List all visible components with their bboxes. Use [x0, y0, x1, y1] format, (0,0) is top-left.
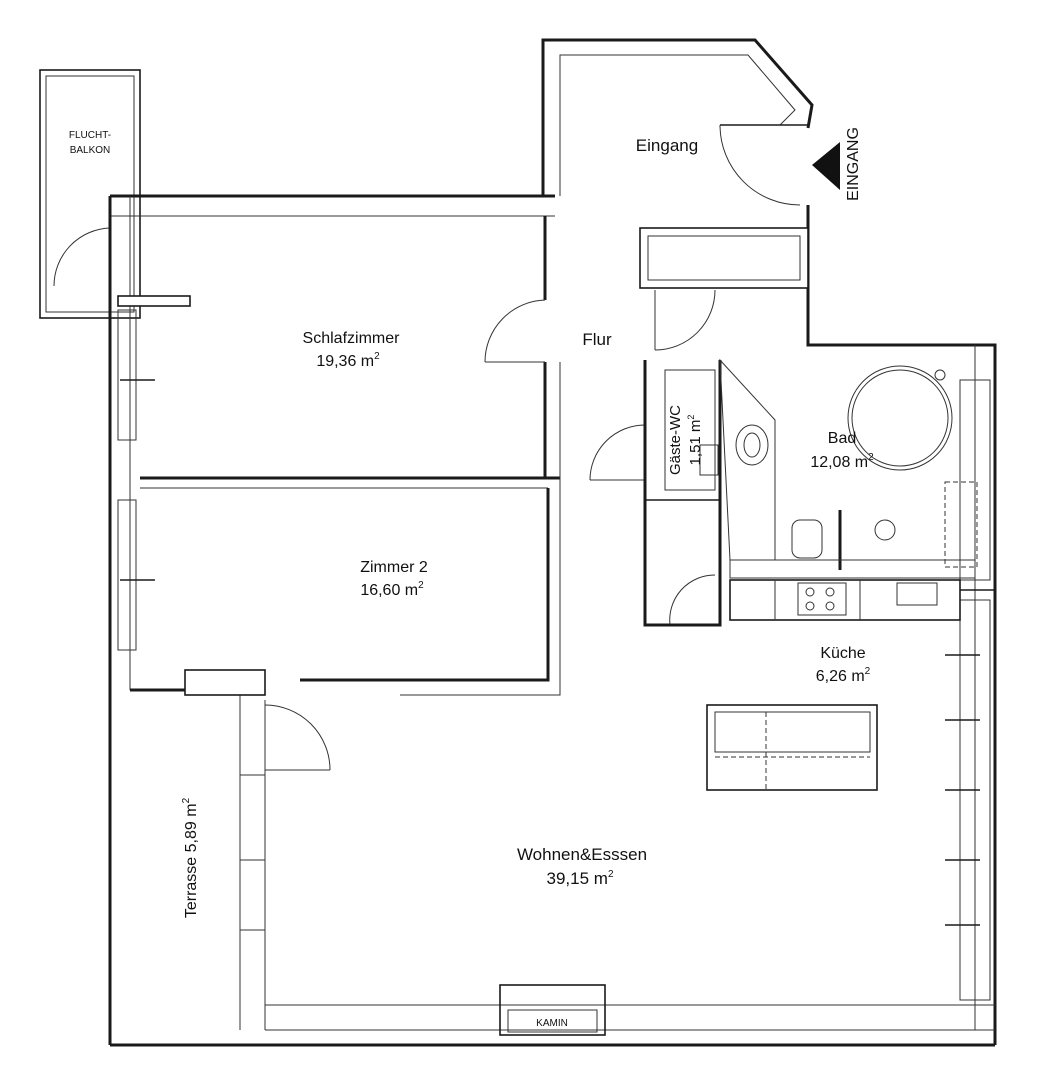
area-zimmer2: 16,60 m2: [360, 580, 424, 599]
label-terrasse: Terrasse 5,89 m2: [181, 797, 200, 918]
outer-walls: [108, 38, 997, 1047]
label-kueche: Küche: [820, 645, 865, 662]
entrance-marker: EINGANG: [845, 127, 862, 201]
label-schlafzimmer: Schlafzimmer: [303, 330, 401, 347]
window-left: [117, 295, 191, 651]
label-bad: Bad: [828, 430, 856, 447]
label-flucht-2: BALKON: [70, 145, 111, 156]
wardrobe: [639, 227, 809, 289]
escape-balcony: [39, 69, 141, 319]
kitchen-island: [706, 704, 878, 791]
area-gaeste-wc: 1,51 m2: [686, 415, 704, 466]
entrance-arrow-icon: [812, 142, 840, 190]
label-eingang: Eingang: [636, 136, 698, 155]
area-schlafzimmer: 19,36 m2: [316, 351, 380, 370]
doors: [264, 124, 808, 771]
area-bad: 12,08 m2: [810, 452, 874, 471]
bathroom-fixtures: [729, 365, 978, 579]
area-wohnen: 39,15 m2: [547, 869, 614, 888]
label-flur: Flur: [582, 330, 612, 349]
label-kamin: KAMIN: [536, 1018, 568, 1029]
window-right: [945, 379, 995, 1001]
label-gaeste-wc: Gäste-WC: [667, 405, 684, 475]
area-kueche: 6,26 m2: [816, 666, 871, 685]
kitchen: [729, 579, 961, 621]
label-flucht-1: FLUCHT-: [69, 130, 111, 141]
fireplace: [499, 984, 606, 1036]
interior-walls: [130, 216, 561, 1030]
label-wohnen: Wohnen&Esssen: [517, 845, 647, 864]
label-zimmer2: Zimmer 2: [360, 559, 428, 576]
